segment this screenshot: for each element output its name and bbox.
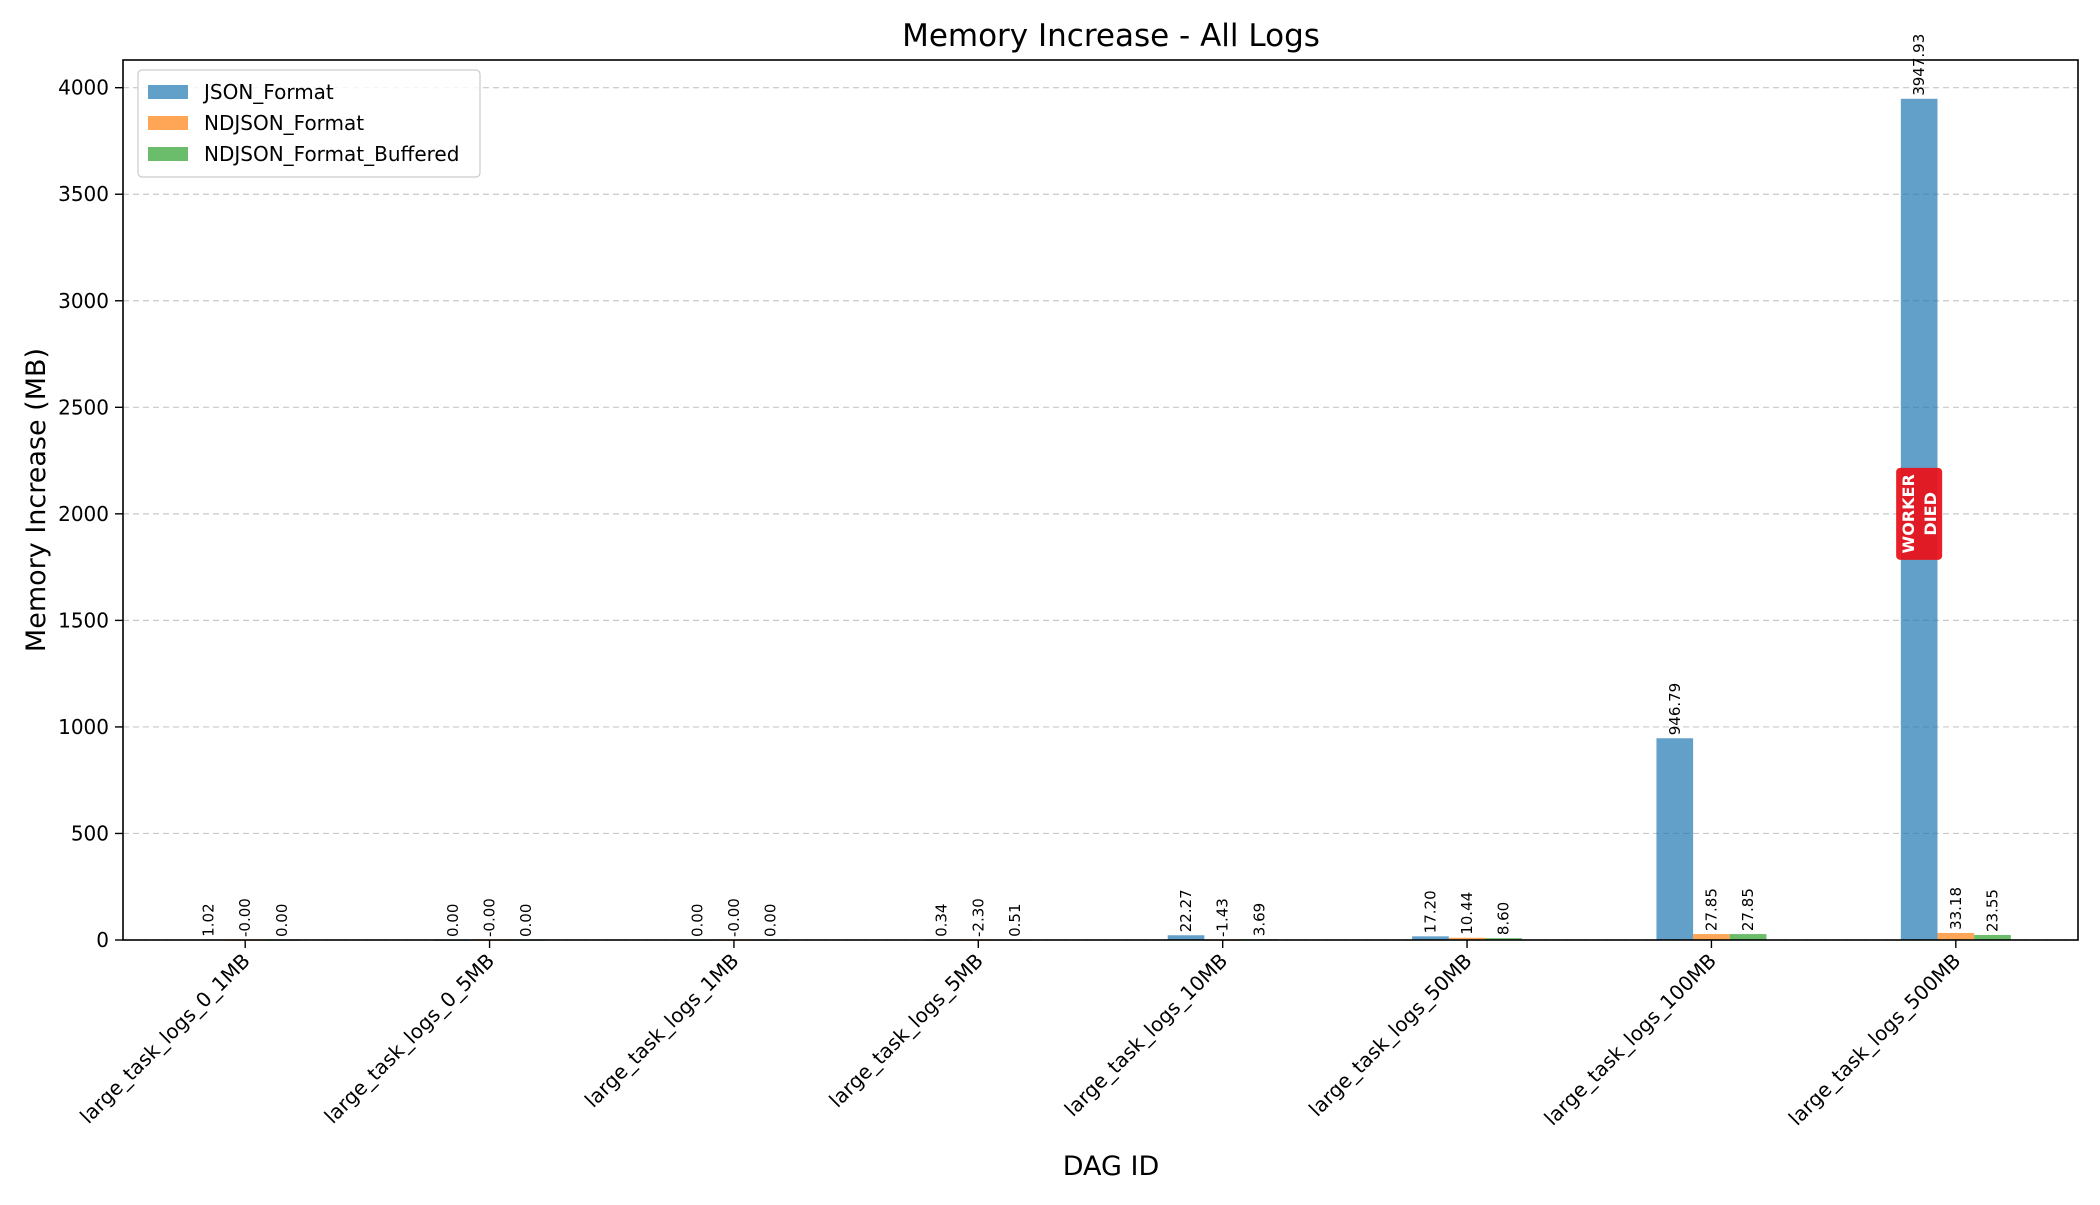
legend-label-json-format: JSON_Format	[202, 80, 334, 104]
legend-swatch-ndjson-format	[148, 116, 188, 130]
legend: JSON_FormatNDJSON_FormatNDJSON_Format_Bu…	[137, 69, 481, 178]
y-tick-label-1000: 1000	[58, 715, 109, 739]
y-tick-label-3000: 3000	[58, 289, 109, 313]
data-label-ndjson-format-buffered-large-task-logs-100mb: 27.85	[1739, 888, 1757, 931]
bar-ndjson-format-buffered-large-task-logs-50mb	[1485, 938, 1523, 940]
data-label-ndjson-format-large-task-logs-10mb: -1.43	[1214, 898, 1232, 937]
bar-ndjson-format-buffered-large-task-logs-100mb	[1729, 934, 1767, 940]
bar-ndjson-format-large-task-logs-500mb	[1937, 932, 1975, 940]
data-label-ndjson-format-buffered-large-task-logs-10mb: 3.69	[1250, 903, 1268, 936]
data-label-ndjson-format-buffered-large-task-logs-1mb: 0.00	[762, 904, 780, 937]
y-tick-label-500: 500	[71, 821, 109, 845]
chart-title: Memory Increase - All Logs	[902, 18, 1320, 54]
legend-label-ndjson-format: NDJSON_Format	[204, 111, 364, 135]
y-tick-label-3500: 3500	[58, 182, 109, 206]
data-label-ndjson-format-large-task-logs-0-5mb: -0.00	[481, 898, 499, 937]
data-label-ndjson-format-large-task-logs-1mb: -0.00	[725, 898, 743, 937]
y-axis-title: Memory Increase (MB)	[21, 348, 52, 652]
plot-frame	[122, 59, 2079, 941]
bar-json-format-large-task-logs-50mb	[1412, 936, 1449, 940]
data-label-ndjson-format-large-task-logs-0-1mb: -0.00	[236, 898, 254, 937]
data-label-ndjson-format-buffered-large-task-logs-5mb: 0.51	[1006, 903, 1024, 936]
data-label-json-format-large-task-logs-1mb: 0.00	[688, 904, 706, 937]
y-axis: 0 500 1000 1500 2000 2500 3000 3500 4000	[58, 76, 123, 952]
y-tick-label-4000: 4000	[58, 76, 109, 100]
data-label-json-format-large-task-logs-50mb: 17.20	[1421, 890, 1439, 933]
data-label-ndjson-format-large-task-logs-50mb: 10.44	[1458, 892, 1476, 935]
data-label-json-format-large-task-logs-0-5mb: 0.00	[444, 904, 462, 937]
data-label-ndjson-format-large-task-logs-5mb: -2.30	[969, 898, 987, 937]
bar-json-format-large-task-logs-100mb	[1656, 738, 1694, 940]
y-tick-label-2500: 2500	[58, 395, 109, 419]
bar-ndjson-format-large-task-logs-50mb	[1448, 937, 1486, 940]
data-label-ndjson-format-large-task-logs-500mb: 33.18	[1947, 887, 1965, 930]
data-label-json-format-large-task-logs-5mb: 0.34	[933, 904, 951, 937]
data-label-ndjson-format-large-task-logs-100mb: 27.85	[1702, 888, 1720, 931]
data-label-ndjson-format-buffered-large-task-logs-0-5mb: 0.00	[517, 904, 535, 937]
data-label-json-format-large-task-logs-500mb: 3947.93	[1910, 34, 1928, 96]
bar-ndjson-format-large-task-logs-100mb	[1693, 934, 1730, 940]
bar-ndjson-format-buffered-large-task-logs-500mb	[1974, 934, 2011, 940]
y-tick-label-2000: 2000	[58, 502, 109, 526]
y-tick-label-1500: 1500	[58, 608, 109, 632]
data-label-json-format-large-task-logs-100mb: 946.79	[1666, 683, 1684, 736]
annotation-box	[1896, 467, 1943, 560]
legend-box	[137, 69, 481, 178]
data-label-json-format-large-task-logs-10mb: 22.27	[1177, 889, 1195, 932]
data-label-ndjson-format-buffered-large-task-logs-50mb: 8.60	[1495, 902, 1513, 935]
legend-swatch-ndjson-format-buffered	[148, 147, 188, 161]
data-labels: 1.02 0.00 0.00 0.34 22.27 17.20 946.79 3947.93 -…	[200, 34, 2002, 937]
x-axis-title: DAG ID	[1063, 1151, 1160, 1182]
legend-label-ndjson-format-buffered: NDJSON_Format_Buffered	[204, 142, 459, 166]
legend-swatch-json-format	[148, 85, 188, 99]
data-label-json-format-large-task-logs-0-1mb: 1.02	[200, 903, 218, 936]
data-label-ndjson-format-buffered-large-task-logs-0-1mb: 0.00	[273, 904, 291, 937]
annotation-text-line-2: DIED	[1921, 492, 1940, 535]
annotation-text-line-1: WORKER	[1899, 474, 1918, 553]
bar-json-format-large-task-logs-10mb	[1167, 935, 1205, 940]
y-tick-label-0: 0	[96, 928, 109, 952]
data-label-ndjson-format-buffered-large-task-logs-500mb: 23.55	[1983, 889, 2001, 932]
